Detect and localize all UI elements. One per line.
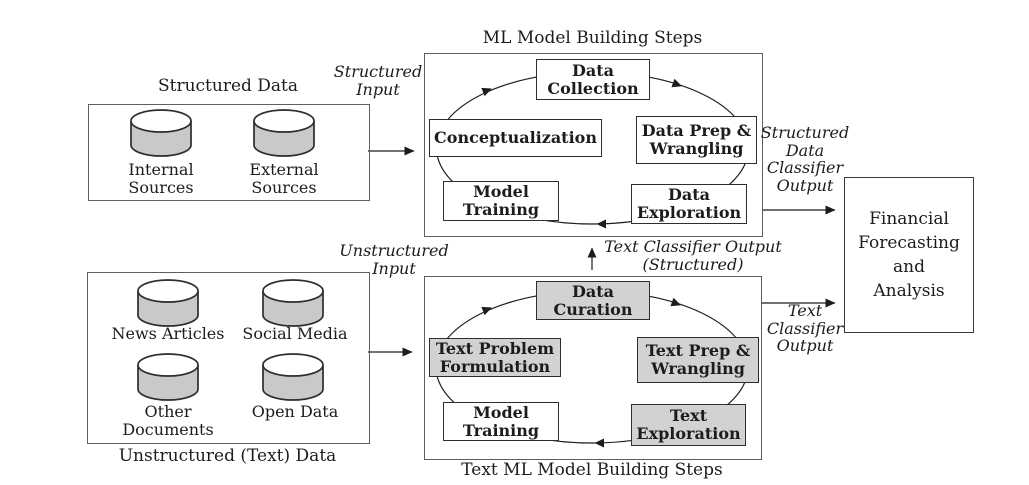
database-cylinder-icon — [137, 353, 199, 401]
step-data-collection: Data Collection — [536, 59, 650, 100]
step-conceptualization: Conceptualization — [429, 119, 602, 157]
step-text-problem-formulation: Text Problem Formulation — [429, 338, 561, 377]
database-cylinder-icon — [137, 279, 199, 327]
text-ml-model-building-box — [424, 276, 762, 460]
structured-data-box — [88, 104, 370, 201]
cycle-arrowhead-icon — [594, 438, 604, 448]
step-data-exploration: Data Exploration — [631, 184, 747, 224]
text-ml-model-building-title: Text ML Model Building Steps — [461, 460, 723, 480]
database-cylinder-icon — [253, 109, 315, 157]
unstructured-data-box — [87, 272, 370, 444]
database-cylinder-icon — [262, 353, 324, 401]
database-cylinder-icon — [262, 279, 324, 327]
structured-classifier-output-annotation: Structured Data Classifier Output — [760, 123, 850, 195]
step-model-training-bottom: Model Training — [443, 402, 559, 441]
step-data-prep-wrangling: Data Prep & Wrangling — [636, 116, 757, 164]
source-label-external-sources: External Sources — [249, 160, 319, 197]
unstructured-input-annotation: Unstructured Input — [339, 241, 449, 278]
ml-model-building-box — [424, 53, 763, 237]
text-classifier-structured-annotation: Text Classifier Output (Structured) — [604, 237, 782, 274]
cycle-arrowhead-icon — [481, 87, 492, 97]
unstructured-data-title: Unstructured (Text) Data — [118, 446, 337, 466]
cycle-arrowhead-icon — [481, 306, 492, 316]
source-label-open-data: Open Data — [251, 402, 339, 421]
cycle-arrowhead-icon — [596, 219, 606, 229]
text-classifier-output-annotation: Text Classifier Output — [766, 301, 844, 356]
source-label-internal-sources: Internal Sources — [128, 160, 194, 197]
step-data-curation: Data Curation — [536, 281, 650, 320]
database-cylinder-icon — [130, 109, 192, 157]
cycle-arrowhead-icon — [670, 297, 681, 307]
source-label-news-articles: News Articles — [111, 324, 225, 343]
structured-data-title: Structured Data — [157, 76, 299, 96]
step-text-exploration: Text Exploration — [631, 404, 746, 446]
ml-model-building-title: ML Model Building Steps — [482, 28, 703, 48]
cycle-arrowhead-icon — [671, 78, 682, 88]
step-model-training-top: Model Training — [443, 181, 559, 221]
source-label-other-documents: Other Documents — [122, 402, 214, 439]
source-label-social-media: Social Media — [242, 324, 348, 343]
structured-input-annotation: Structured Input — [333, 62, 423, 99]
step-text-prep-wrangling: Text Prep & Wrangling — [637, 337, 759, 383]
financial-forecasting-box: Financial Forecasting and Analysis — [844, 177, 974, 333]
